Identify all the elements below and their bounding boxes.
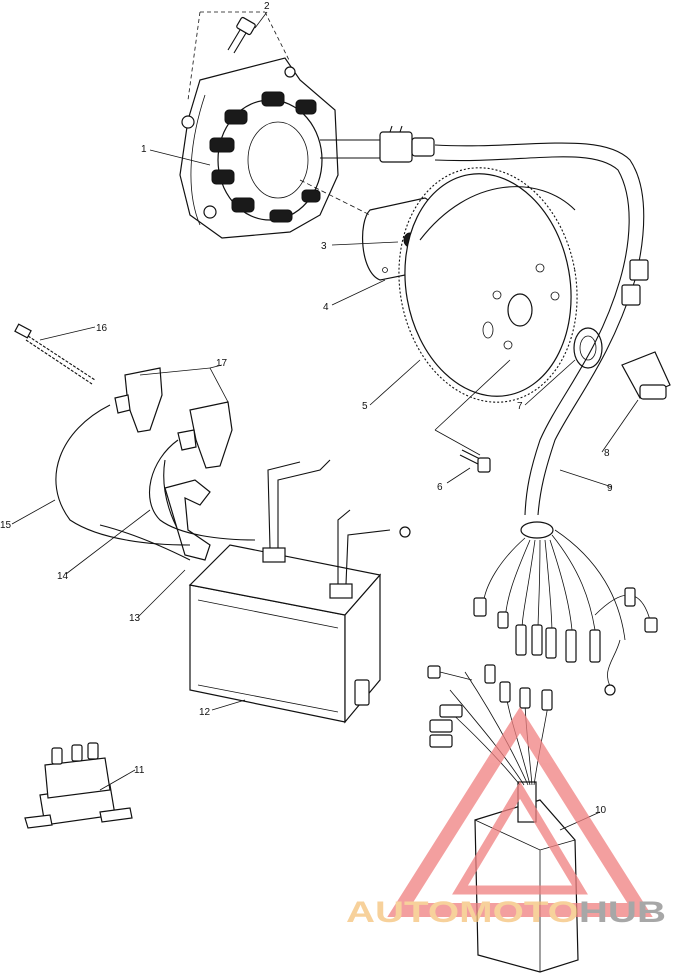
callout-8: 8 xyxy=(604,448,610,459)
callout-6: 6 xyxy=(437,482,443,493)
wire-harness xyxy=(434,142,658,696)
callout-1: 1 xyxy=(141,144,147,155)
callout-17: 17 xyxy=(216,358,228,369)
callout-10: 10 xyxy=(595,805,607,816)
callout-14: 14 xyxy=(57,571,69,582)
cdi-box xyxy=(99,459,411,724)
callout-labels: 1 2 3 4 5 6 7 8 9 10 11 12 13 14 15 16 1… xyxy=(0,1,613,816)
solenoid-part xyxy=(24,742,133,829)
stator-assembly xyxy=(179,57,435,239)
callout-7: 7 xyxy=(517,401,523,412)
callout-9: 9 xyxy=(607,483,613,494)
callout-4: 4 xyxy=(323,302,329,313)
callout-11: 11 xyxy=(134,765,145,776)
callout-15: 15 xyxy=(0,520,12,531)
callout-12: 12 xyxy=(199,707,211,718)
flywheel-part xyxy=(398,167,578,403)
cable-tie xyxy=(14,323,96,385)
callout-13: 13 xyxy=(129,613,141,624)
sensor-part xyxy=(621,351,671,400)
callout-3: 3 xyxy=(321,241,327,252)
callout-16: 16 xyxy=(96,323,108,334)
bolt-part xyxy=(459,449,491,473)
screw-part xyxy=(227,16,256,54)
spark-plug-caps xyxy=(55,367,256,546)
callout-2: 2 xyxy=(264,1,270,12)
callout-5: 5 xyxy=(362,401,368,412)
seal-ring xyxy=(573,327,603,369)
